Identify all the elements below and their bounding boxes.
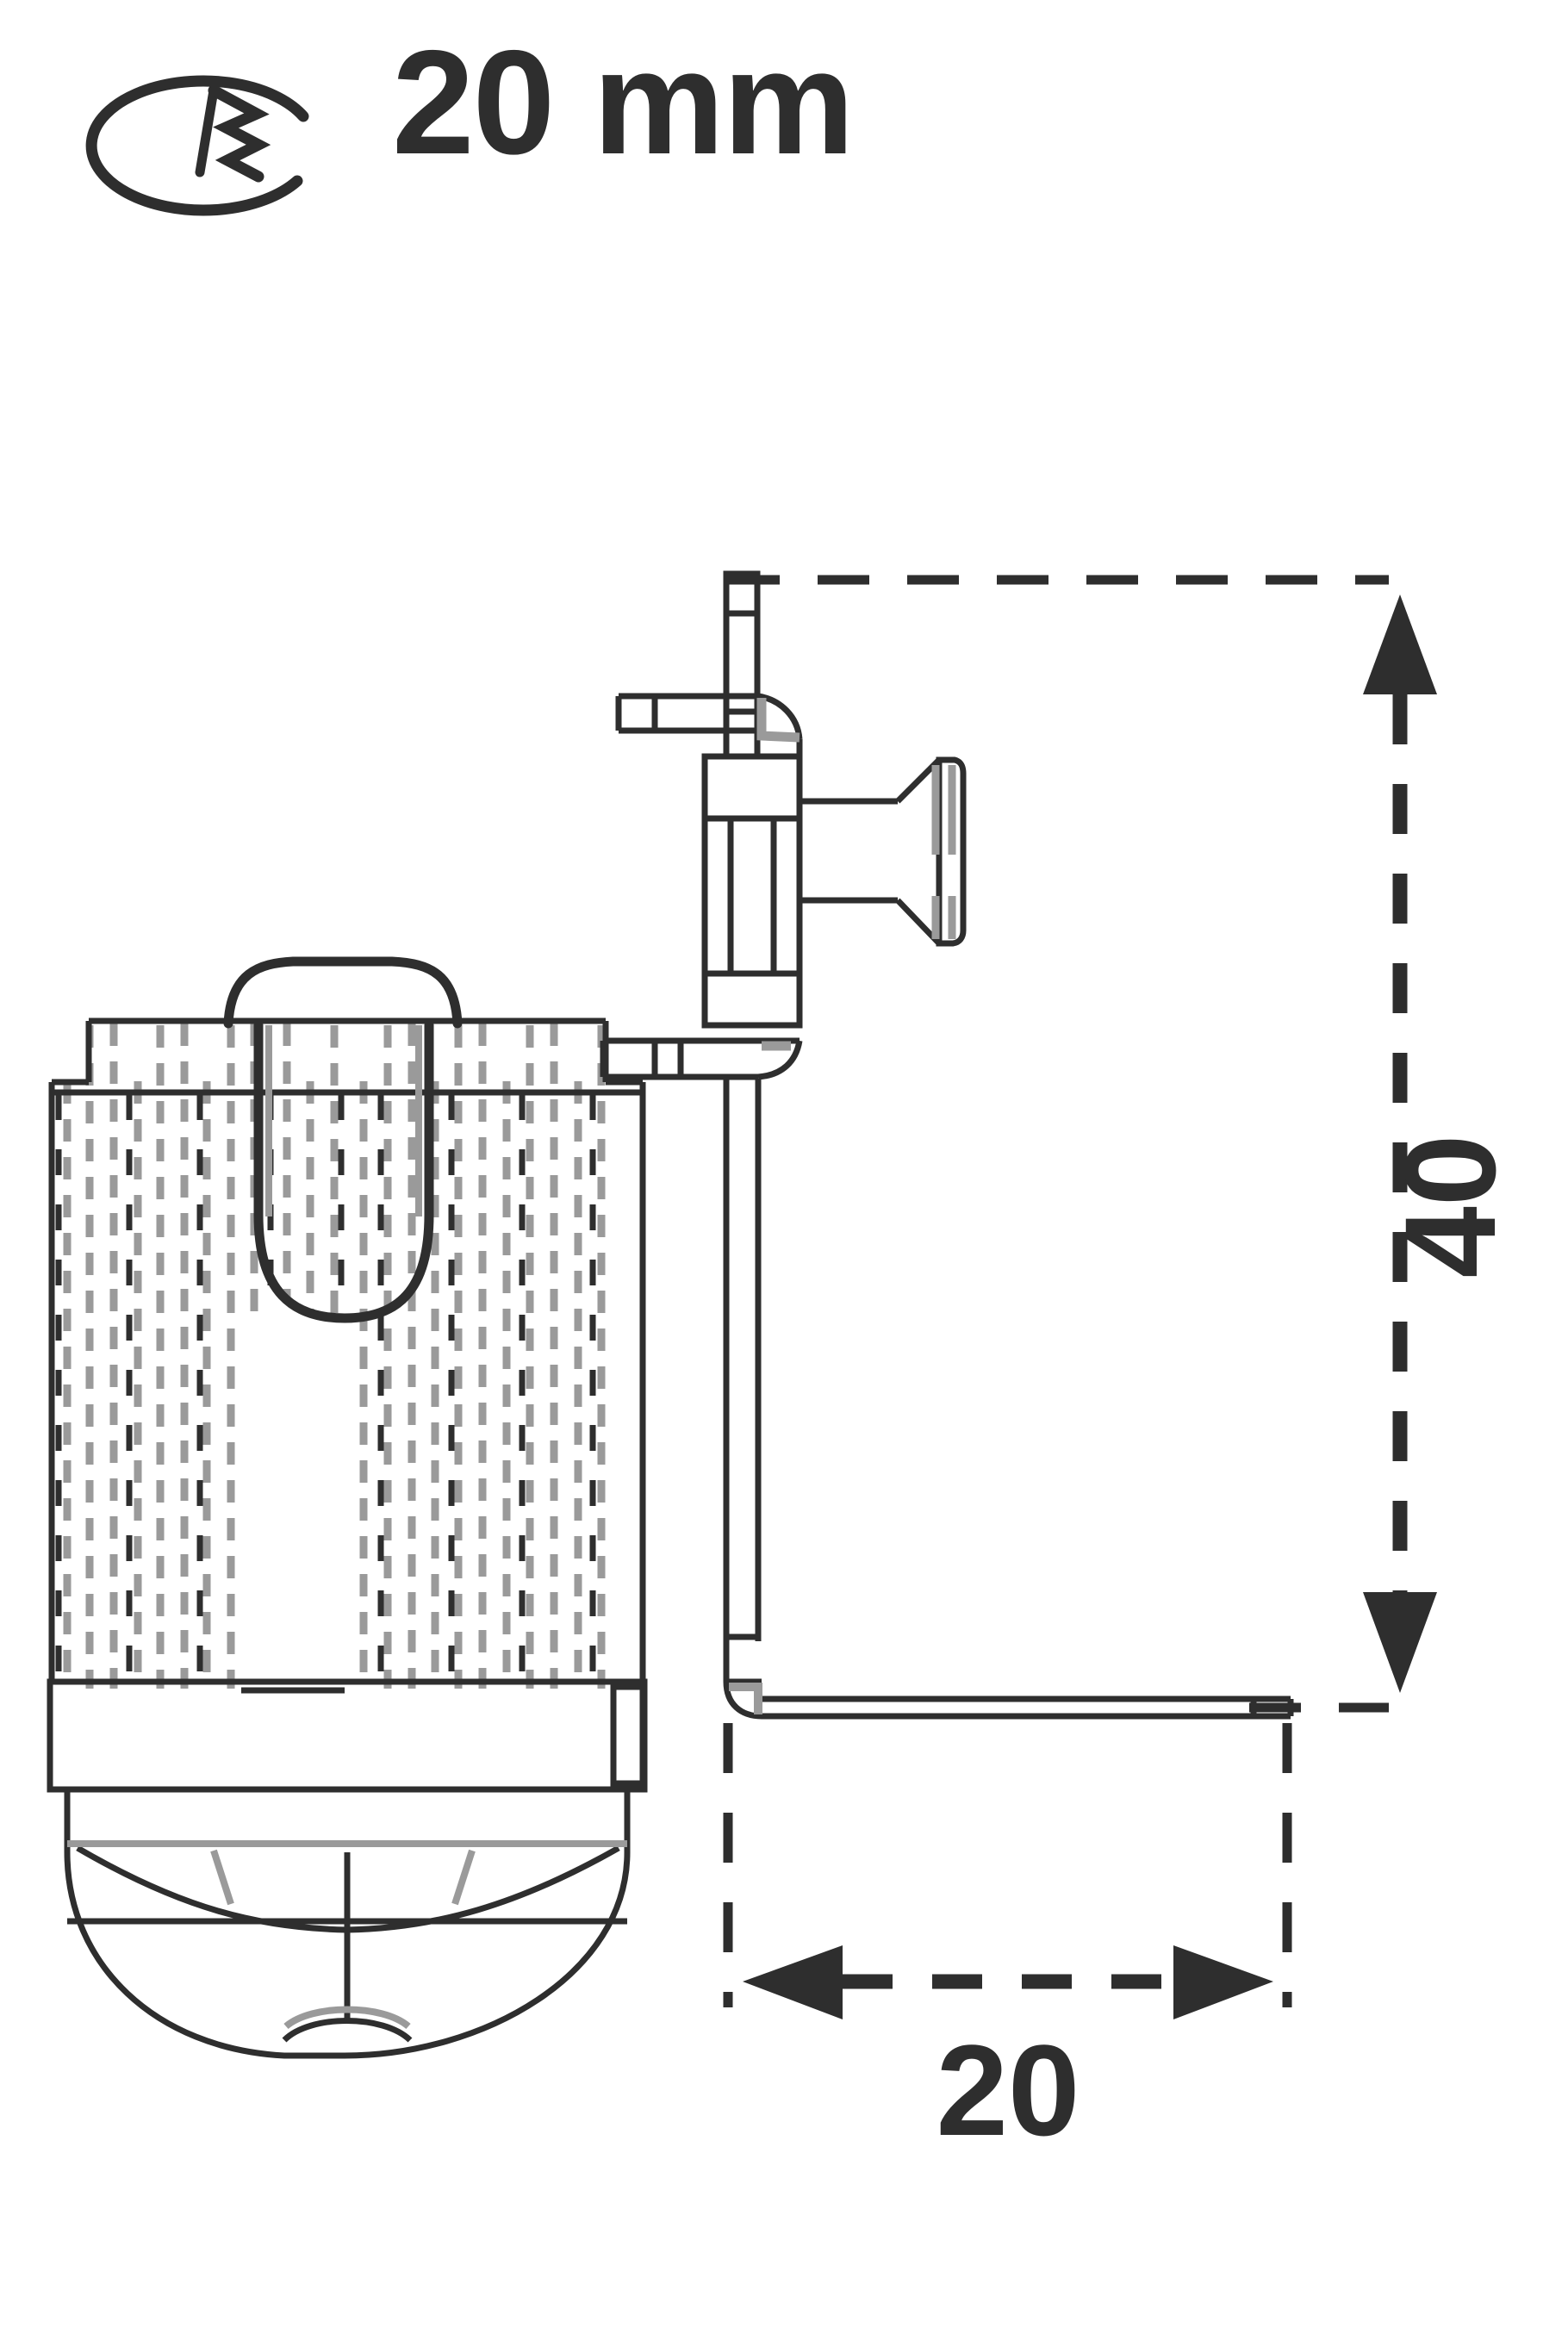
cylinder-rounded-base (64, 1786, 631, 2059)
chamfer-serration-ellipse-icon (85, 75, 309, 216)
bracket-corner-hidden (756, 698, 800, 743)
wall-boss-hidden-lines (931, 765, 956, 939)
internal-handle (223, 956, 463, 1323)
horizontal-dimension-label: 20 (936, 2018, 1080, 2162)
bracket-plate (701, 753, 803, 1029)
slot-edge-lines (55, 1094, 596, 1680)
vertical-dimension-40 (1363, 594, 1437, 1693)
vertical-dimension-label: 40 (1378, 1135, 1522, 1279)
base-hidden-lines (67, 1840, 627, 2030)
wall-bracket-side-view (600, 570, 1294, 1720)
bracket-lower-stub (600, 1037, 803, 1080)
hidden-slot-lines (63, 1024, 606, 1689)
bracket-bottom-shelf (723, 1678, 1294, 1720)
horizontal-dimension-20 (743, 1945, 1273, 2019)
header-size-label: 20 mm (392, 20, 853, 185)
cylindrical-body-front-view (47, 956, 648, 2059)
bracket-foot-hidden (729, 1683, 762, 1714)
handle-hidden-lines (265, 1025, 422, 1216)
bracket-vertical-leg (723, 1079, 762, 1682)
cylinder-collar (47, 1678, 648, 1793)
